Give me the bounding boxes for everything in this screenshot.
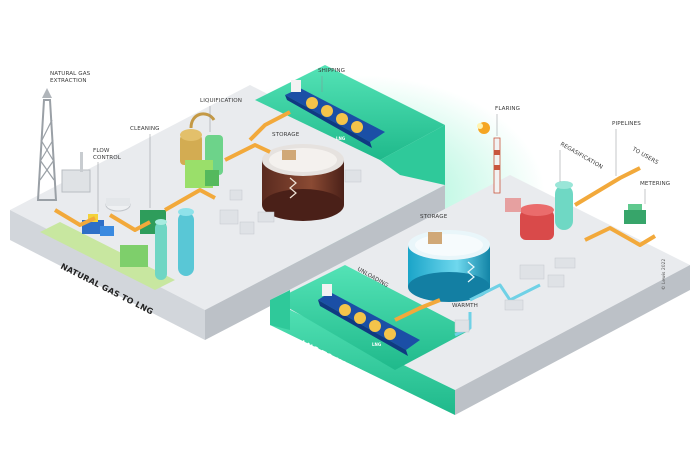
label-shipping: SHIPPING [318,68,345,74]
left-buildings [219,169,362,235]
right-ship-label: LNG [372,342,381,347]
liquification-unit [180,112,223,188]
credit-text: © Lewis 2022 [660,259,667,290]
left-ship-label: LNG [336,136,345,141]
label-cleaning: CLEANING [130,126,160,132]
label-metering: METERING [640,181,670,187]
left-water [255,65,445,160]
label-flaring: FLARING [495,106,520,112]
cleaning-unit [120,208,194,280]
label-to-users: TO USERS [630,146,659,166]
left-platform [10,65,445,340]
metering-unit [624,204,646,224]
label-storage-right: STORAGE [420,214,448,220]
left-pipelines [53,110,291,232]
label-flow-control-2: CONTROL [93,155,122,161]
regasification-unit [505,181,573,240]
right-storage-tank [408,230,490,302]
right-pipelines [394,166,657,322]
label-pipelines: PIPELINES [612,121,641,127]
left-lng-ship: LNG [285,80,385,148]
label-natural-gas-extraction-2: EXTRACTION [50,78,87,84]
label-storage-left: STORAGE [272,132,300,138]
left-storage-tank [262,144,344,221]
flaring-stack [477,122,501,194]
label-flow-control-1: FLOW [93,148,110,154]
label-natural-gas-extraction-1: NATURAL GAS [50,71,91,77]
extraction-rig [36,88,91,201]
right-buildings [454,257,576,333]
label-liquification: LIQUIFICATION [200,98,242,104]
label-regasification: REGASIFICATION [559,142,604,171]
warm-water-pipes [454,283,541,337]
right-lng-ship: LNG [318,284,420,356]
label-warmth: WARMTH [452,303,478,309]
